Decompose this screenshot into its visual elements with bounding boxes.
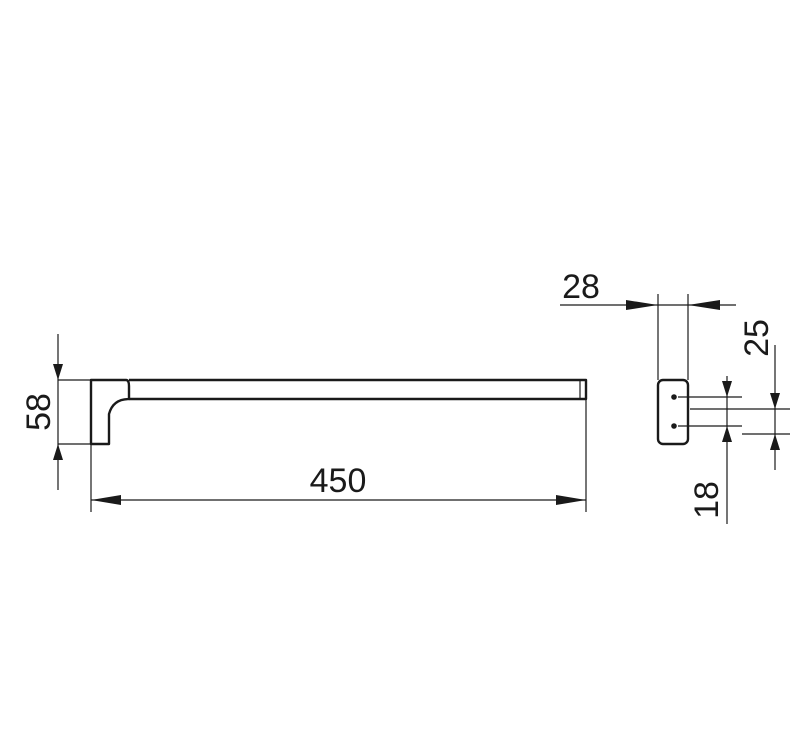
dimension-label-depth: 28 xyxy=(562,268,600,306)
mounting-hole-upper xyxy=(671,394,677,400)
towel-bar xyxy=(129,378,588,401)
side-view xyxy=(656,378,690,446)
dimension-height: 58 xyxy=(20,334,91,490)
wall-plate xyxy=(656,378,690,446)
dimension-label-hole-spacing: 18 xyxy=(688,481,726,519)
dimension-length: 450 xyxy=(90,399,587,512)
wall-bracket xyxy=(89,378,131,446)
dimension-depth: 28 xyxy=(560,268,736,380)
front-view xyxy=(89,378,588,446)
dimension-plate-offset: 25 xyxy=(690,319,790,470)
dimension-label-length: 450 xyxy=(310,462,367,500)
mounting-hole-lower xyxy=(671,423,677,429)
dimension-label-height: 58 xyxy=(20,393,58,431)
dimension-label-plate-offset: 25 xyxy=(738,319,776,357)
dimension-hole-spacing: 18 xyxy=(678,376,742,524)
